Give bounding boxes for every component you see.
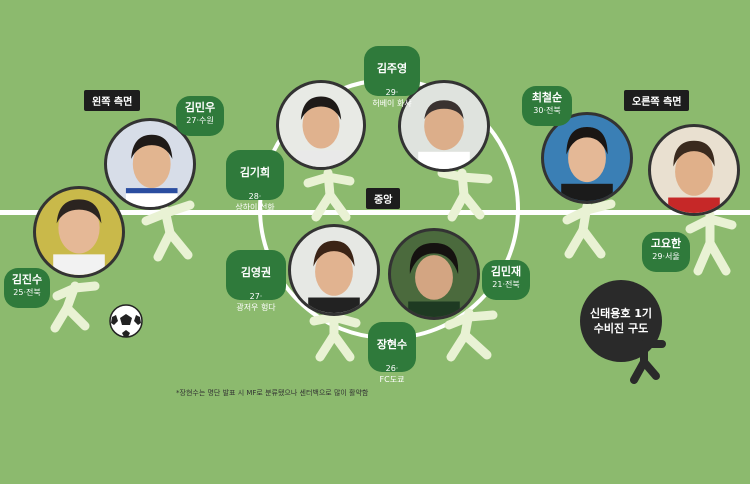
player-name: 김진수 xyxy=(11,273,43,286)
figure-left-back xyxy=(50,281,100,333)
player-bubble-kim-younggwon: 김영권 27· 광저우 헝다 xyxy=(226,250,286,312)
label-center: 중앙 xyxy=(366,188,401,209)
player-bubble-jang-hyunsoo: 장현수 26· FC도쿄 xyxy=(368,322,416,384)
player-info: 25·전북 xyxy=(13,288,41,297)
figure-bottom-left xyxy=(309,308,361,362)
figure-right-far xyxy=(685,210,737,276)
player-bubble-kim-kihee: 김기희 28· 상하이 선화 xyxy=(226,150,284,212)
footnote: *장현수는 명단 발표 시 MF로 분류됐으나 센터백으로 많이 활약함 xyxy=(176,389,369,397)
player-name: 김민우 xyxy=(184,101,216,114)
figure-left-mid xyxy=(141,200,195,262)
label-left-side: 왼쪽 측면 xyxy=(84,90,141,111)
player-photo-kim-minjae xyxy=(388,228,480,320)
player-photo-kim-jinsu xyxy=(33,186,125,278)
player-info: 26· FC도쿄 xyxy=(379,364,405,384)
figure-top-left xyxy=(303,168,355,222)
player-photo-kim-younggwon xyxy=(288,224,380,316)
player-name: 김기희 xyxy=(239,166,271,179)
player-info: 21·전북 xyxy=(492,280,520,289)
player-bubble-kim-minwoo: 김민우 27·수원 xyxy=(176,96,224,136)
player-info: 29·서울 xyxy=(652,252,680,261)
player-info: 28· 상하이 선화 xyxy=(235,192,275,212)
player-bubble-go-yohan: 고요한 29·서울 xyxy=(642,232,690,272)
summary-bubble: 신태용호 1기 수비진 구도 xyxy=(580,280,662,362)
summary-text: 신태용호 1기 수비진 구도 xyxy=(589,307,653,335)
mascot-figure xyxy=(630,336,666,384)
figure-right-back xyxy=(562,199,616,259)
player-name: 김주영 xyxy=(376,62,408,75)
player-info: 27· 광저우 헝다 xyxy=(236,292,276,312)
player-photo-kim-minwoo xyxy=(104,118,196,210)
player-info: 27·수원 xyxy=(186,116,214,125)
player-name: 고요한 xyxy=(650,237,682,250)
player-bubble-choi-chulsoon: 최철순 30·전북 xyxy=(522,86,572,126)
figure-top-right xyxy=(437,168,493,222)
label-right-side: 오른쪽 측면 xyxy=(624,90,690,111)
player-name: 장현수 xyxy=(376,338,408,351)
player-bubble-kim-jinsu: 김진수 25·전북 xyxy=(4,268,50,308)
player-photo-kim-juyoung xyxy=(398,80,490,172)
figure-bottom-right xyxy=(444,308,498,362)
player-name: 김영권 xyxy=(240,266,272,279)
player-photo-go-yohan xyxy=(648,124,740,216)
player-photo-kim-kihee xyxy=(276,80,366,170)
player-name: 최철순 xyxy=(531,91,563,104)
player-name: 김민재 xyxy=(490,265,522,278)
player-info: 29· 허베이 화샤 xyxy=(372,88,412,108)
player-bubble-kim-minjae: 김민재 21·전북 xyxy=(482,260,530,300)
player-photo-choi-chulsoon xyxy=(541,112,633,204)
player-bubble-kim-juyoung: 김주영 29· 허베이 화샤 xyxy=(364,46,420,108)
football-icon xyxy=(109,304,143,338)
player-info: 30·전북 xyxy=(533,106,561,115)
